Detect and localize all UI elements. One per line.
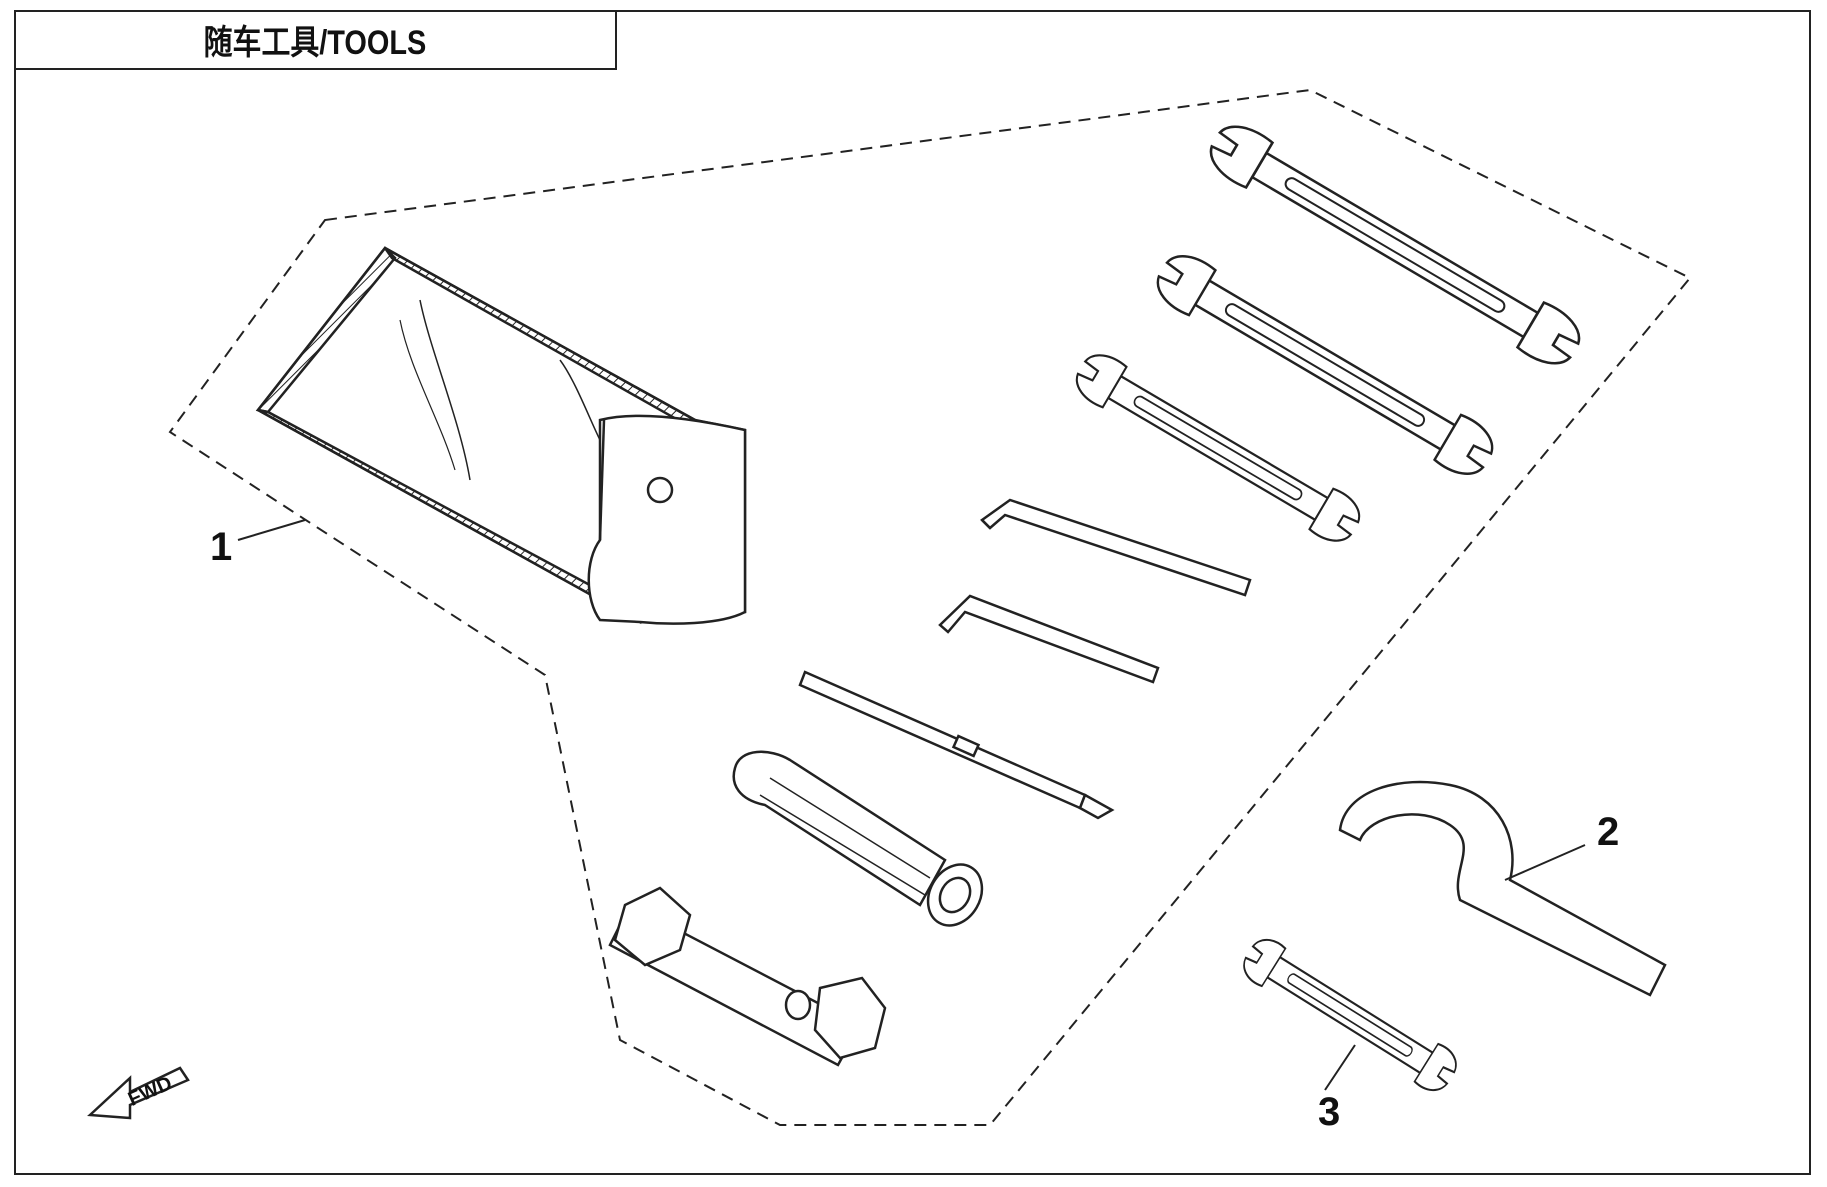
small-wrench-icon — [1236, 931, 1464, 1099]
callout-2: 2 — [1597, 810, 1619, 854]
callout-3: 3 — [1318, 1090, 1340, 1134]
screwdriver-handle-icon — [732, 750, 984, 927]
callout-line-2 — [1504, 844, 1586, 881]
drawing-frame — [14, 10, 1811, 1175]
callout-1: 1 — [210, 525, 232, 569]
fwd-label: FWD — [125, 1072, 176, 1111]
spark-plug-socket-icon — [608, 886, 887, 1067]
hex-key-icon — [938, 594, 1160, 684]
callout-line-1 — [237, 519, 306, 541]
screwdriver-icon — [798, 670, 1115, 820]
tool-pouch-icon — [255, 246, 747, 625]
hex-key-icon — [980, 498, 1252, 597]
kit-boundary — [168, 88, 1692, 1126]
callout-line-3 — [1324, 1044, 1356, 1091]
title-box: 随车工具/TOOLS — [14, 10, 617, 70]
forward-arrow-icon: FWD — [87, 1066, 190, 1120]
hook-spanner-icon — [1338, 780, 1667, 997]
page-title: 随车工具/TOOLS — [203, 23, 426, 62]
